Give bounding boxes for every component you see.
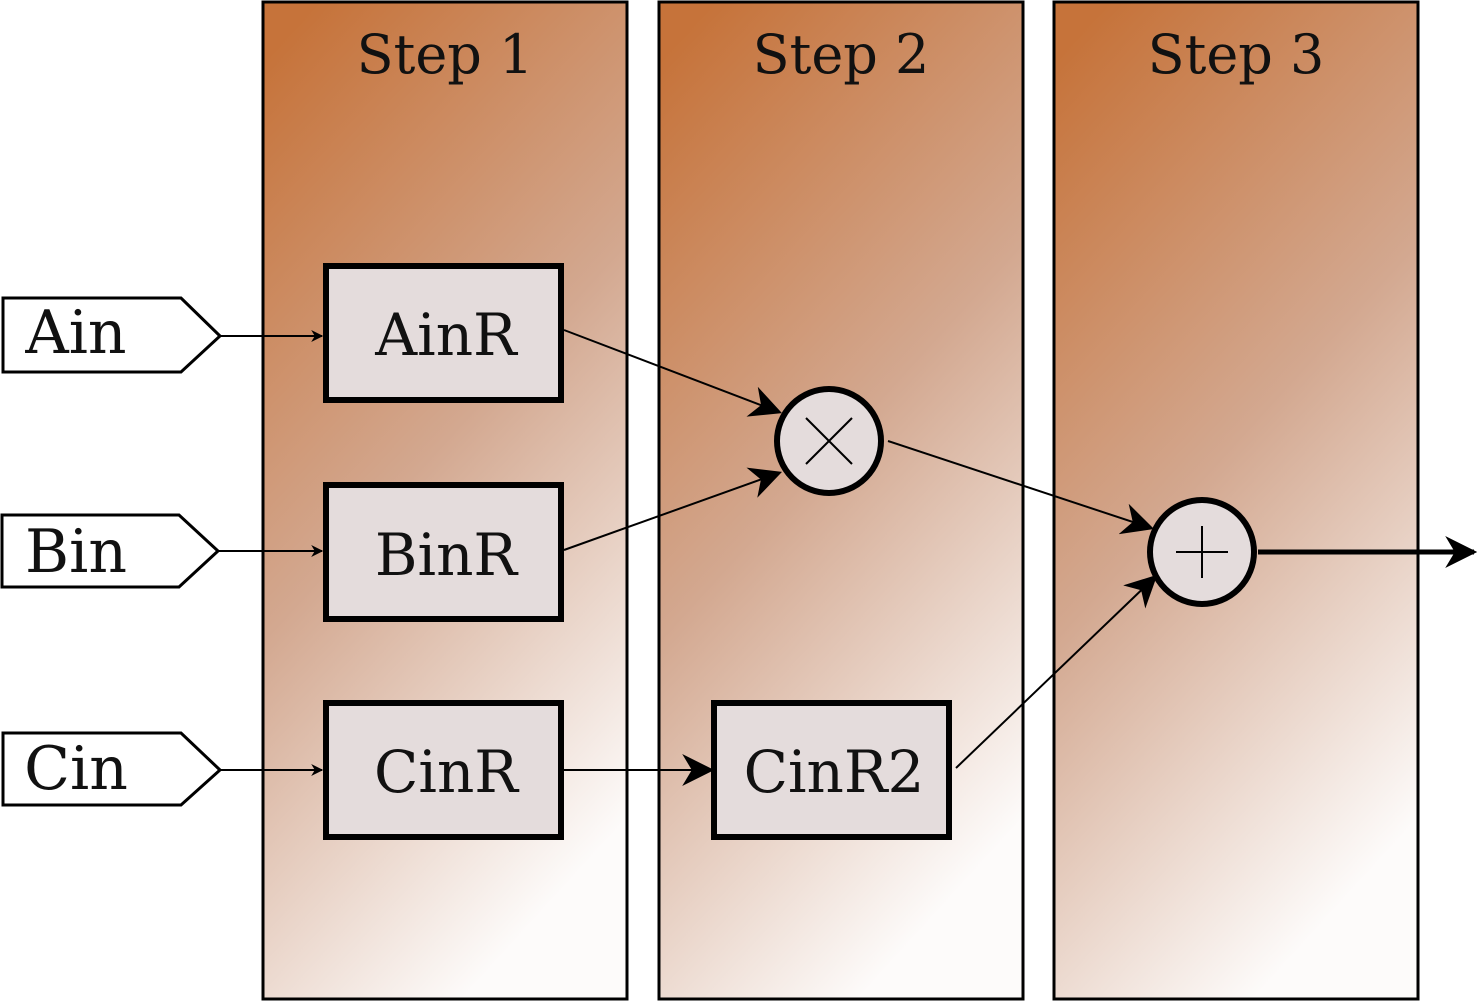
stage-step-2: Step 2 xyxy=(657,0,1025,1001)
stage-title: Step 3 xyxy=(1148,23,1325,86)
input-label: Ain xyxy=(24,298,126,368)
stage-title: Step 1 xyxy=(357,23,534,86)
register-cinr2: CinR2 xyxy=(711,700,952,840)
arrow-multiplier-to-adder xyxy=(887,440,1155,535)
register-binr: BinR xyxy=(323,482,564,622)
multiply-symbol-icon xyxy=(805,417,853,465)
register-label: CinR2 xyxy=(744,738,925,806)
input-label: Bin xyxy=(25,517,127,587)
stage-title: Step 2 xyxy=(753,23,930,86)
plus-symbol-icon xyxy=(1176,526,1228,578)
arrow-binr-to-multiplier xyxy=(563,467,783,551)
register-ainr: AinR xyxy=(323,263,564,403)
register-cinr: CinR xyxy=(323,700,564,840)
input-tag-bin: Bin xyxy=(0,513,221,589)
input-label: Cin xyxy=(24,734,128,804)
adder-node xyxy=(1147,497,1257,607)
multiplier-node xyxy=(774,386,884,496)
input-tag-ain: Ain xyxy=(1,296,223,374)
register-label: BinR xyxy=(375,521,520,589)
arrow-cinr2-to-adder xyxy=(955,574,1158,769)
register-label: AinR xyxy=(374,301,519,369)
arrow-ainr-to-multiplier xyxy=(563,329,782,417)
input-tag-cin: Cin xyxy=(1,731,223,807)
connections xyxy=(219,329,1477,786)
stage-step-3: Step 3 xyxy=(1052,0,1420,1001)
register-label: CinR xyxy=(374,738,520,806)
